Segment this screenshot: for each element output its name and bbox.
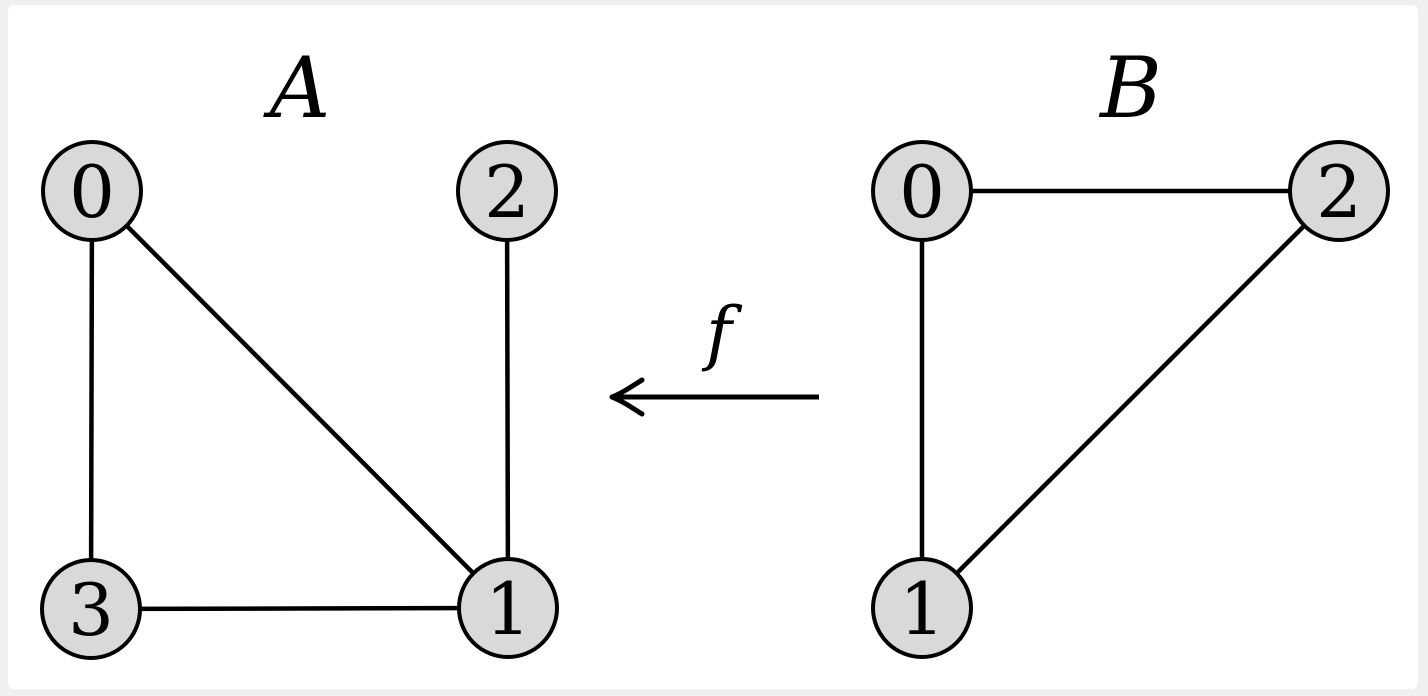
graph-a-nodes: 0 2 3 1 <box>40 140 559 660</box>
graph-node <box>40 558 142 660</box>
graph-edge <box>504 190 511 609</box>
morphism-label: f <box>701 292 743 374</box>
graph-node <box>871 557 973 659</box>
graph-b-title: B <box>1098 39 1162 137</box>
node-label: 0 <box>899 150 945 234</box>
graph-b-nodes: 0 2 1 <box>871 140 1390 659</box>
morphism-arrow: f <box>609 292 819 417</box>
graph-b-edges <box>919 188 1341 610</box>
graph-a: 0 2 3 1 A <box>40 39 559 660</box>
arrow-head-left-icon <box>609 377 645 417</box>
graph-edge <box>90 189 510 610</box>
node-label: 1 <box>899 567 945 651</box>
graph-node <box>457 557 559 659</box>
graph-edge <box>90 605 509 612</box>
node-label: 3 <box>68 568 114 652</box>
graph-edge <box>88 190 95 610</box>
graph-node <box>871 140 973 242</box>
graph-node <box>1288 140 1390 242</box>
node-label: 1 <box>485 567 531 651</box>
graph-a-title: A <box>263 39 331 137</box>
node-label: 2 <box>484 150 530 234</box>
graph-b: 0 2 1 B <box>871 39 1390 659</box>
node-label: 0 <box>69 150 115 234</box>
node-label: 2 <box>1316 150 1362 234</box>
graph-edge <box>920 189 1341 610</box>
graph-a-edges <box>88 189 511 612</box>
graph-node <box>456 140 558 242</box>
graph-node <box>41 140 143 242</box>
